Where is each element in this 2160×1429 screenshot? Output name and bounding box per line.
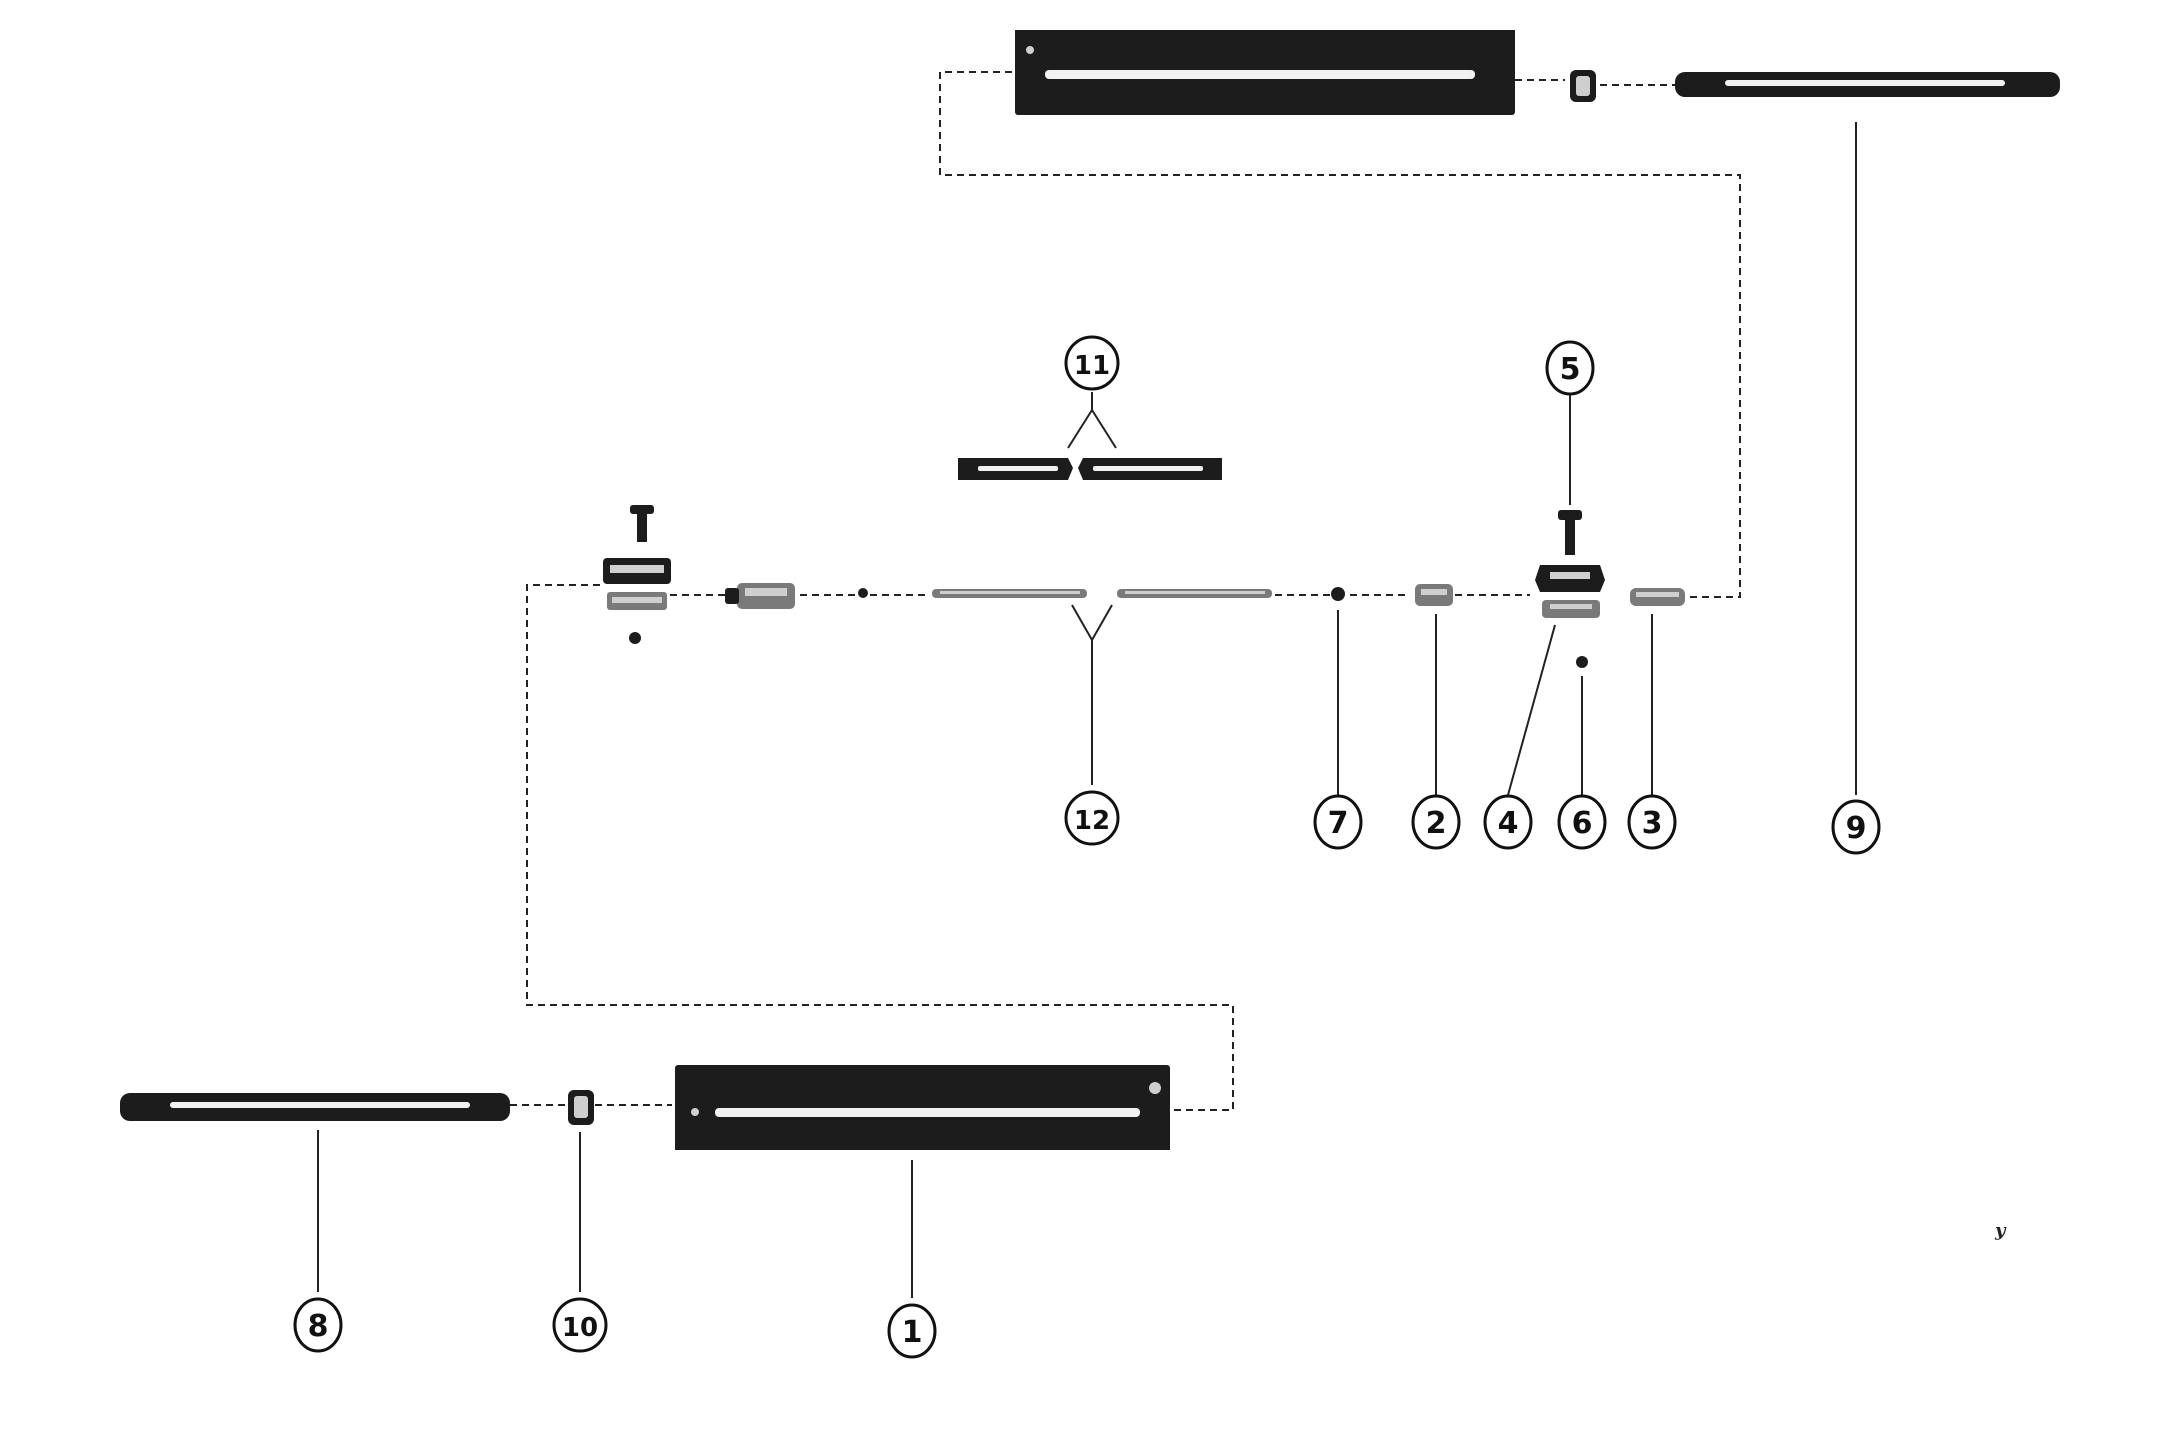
callout-8: 8 (293, 1297, 343, 1353)
callout-9-label: 9 (1846, 811, 1867, 846)
callout-10: 10 (552, 1297, 608, 1353)
callout-4: 4 (1483, 794, 1533, 850)
part-4-cross-body (1535, 565, 1605, 618)
callout-1: 1 (887, 1303, 937, 1359)
callout-6: 6 (1557, 794, 1607, 850)
part-8-rod (120, 1093, 510, 1121)
part-4-leader (1507, 624, 1556, 796)
callout-2-label: 2 (1426, 806, 1447, 841)
part-9-rod (1675, 72, 2060, 97)
callout-5: 5 (1545, 340, 1595, 396)
axis-coupling (725, 583, 795, 609)
callout-7: 7 (1313, 794, 1363, 850)
part-6-ball (1576, 656, 1588, 668)
callout-11: 11 (1064, 335, 1120, 391)
stray-mark: y (1994, 1220, 2007, 1241)
part-3-bushing (1630, 588, 1685, 606)
callout-3: 3 (1627, 794, 1677, 850)
part-10-spring (568, 1090, 594, 1125)
callout-6-label: 6 (1572, 806, 1593, 841)
callout-8-label: 8 (308, 1309, 329, 1344)
callout-1-label: 1 (902, 1315, 923, 1350)
callout-2: 2 (1411, 794, 1461, 850)
part-12-shafts (932, 589, 1272, 598)
part-5-screw (1558, 510, 1582, 555)
callout-7-label: 7 (1328, 806, 1349, 841)
callout-9: 9 (1831, 799, 1881, 855)
callout-11-label: 11 (1074, 351, 1110, 381)
axis-small-ball (858, 588, 868, 598)
left-cross-block (603, 505, 671, 644)
upper-spring (1570, 70, 1596, 102)
callout-10-label: 10 (562, 1313, 598, 1343)
part-11-leader (1067, 392, 1117, 449)
callout-12-label: 12 (1074, 806, 1110, 836)
upper-housing-block (1015, 30, 1515, 115)
part-2-bushing (1415, 584, 1453, 606)
part-12-leader (1071, 604, 1113, 785)
callout-4-label: 4 (1498, 806, 1519, 841)
callout-12: 12 (1064, 790, 1120, 846)
part-1-housing (675, 1065, 1170, 1150)
part-7-ball (1331, 587, 1345, 601)
part-11-halves (958, 458, 1222, 480)
callout-5-label: 5 (1560, 352, 1581, 387)
assembly-path-lines (510, 71, 1741, 1111)
callout-3-label: 3 (1642, 806, 1663, 841)
